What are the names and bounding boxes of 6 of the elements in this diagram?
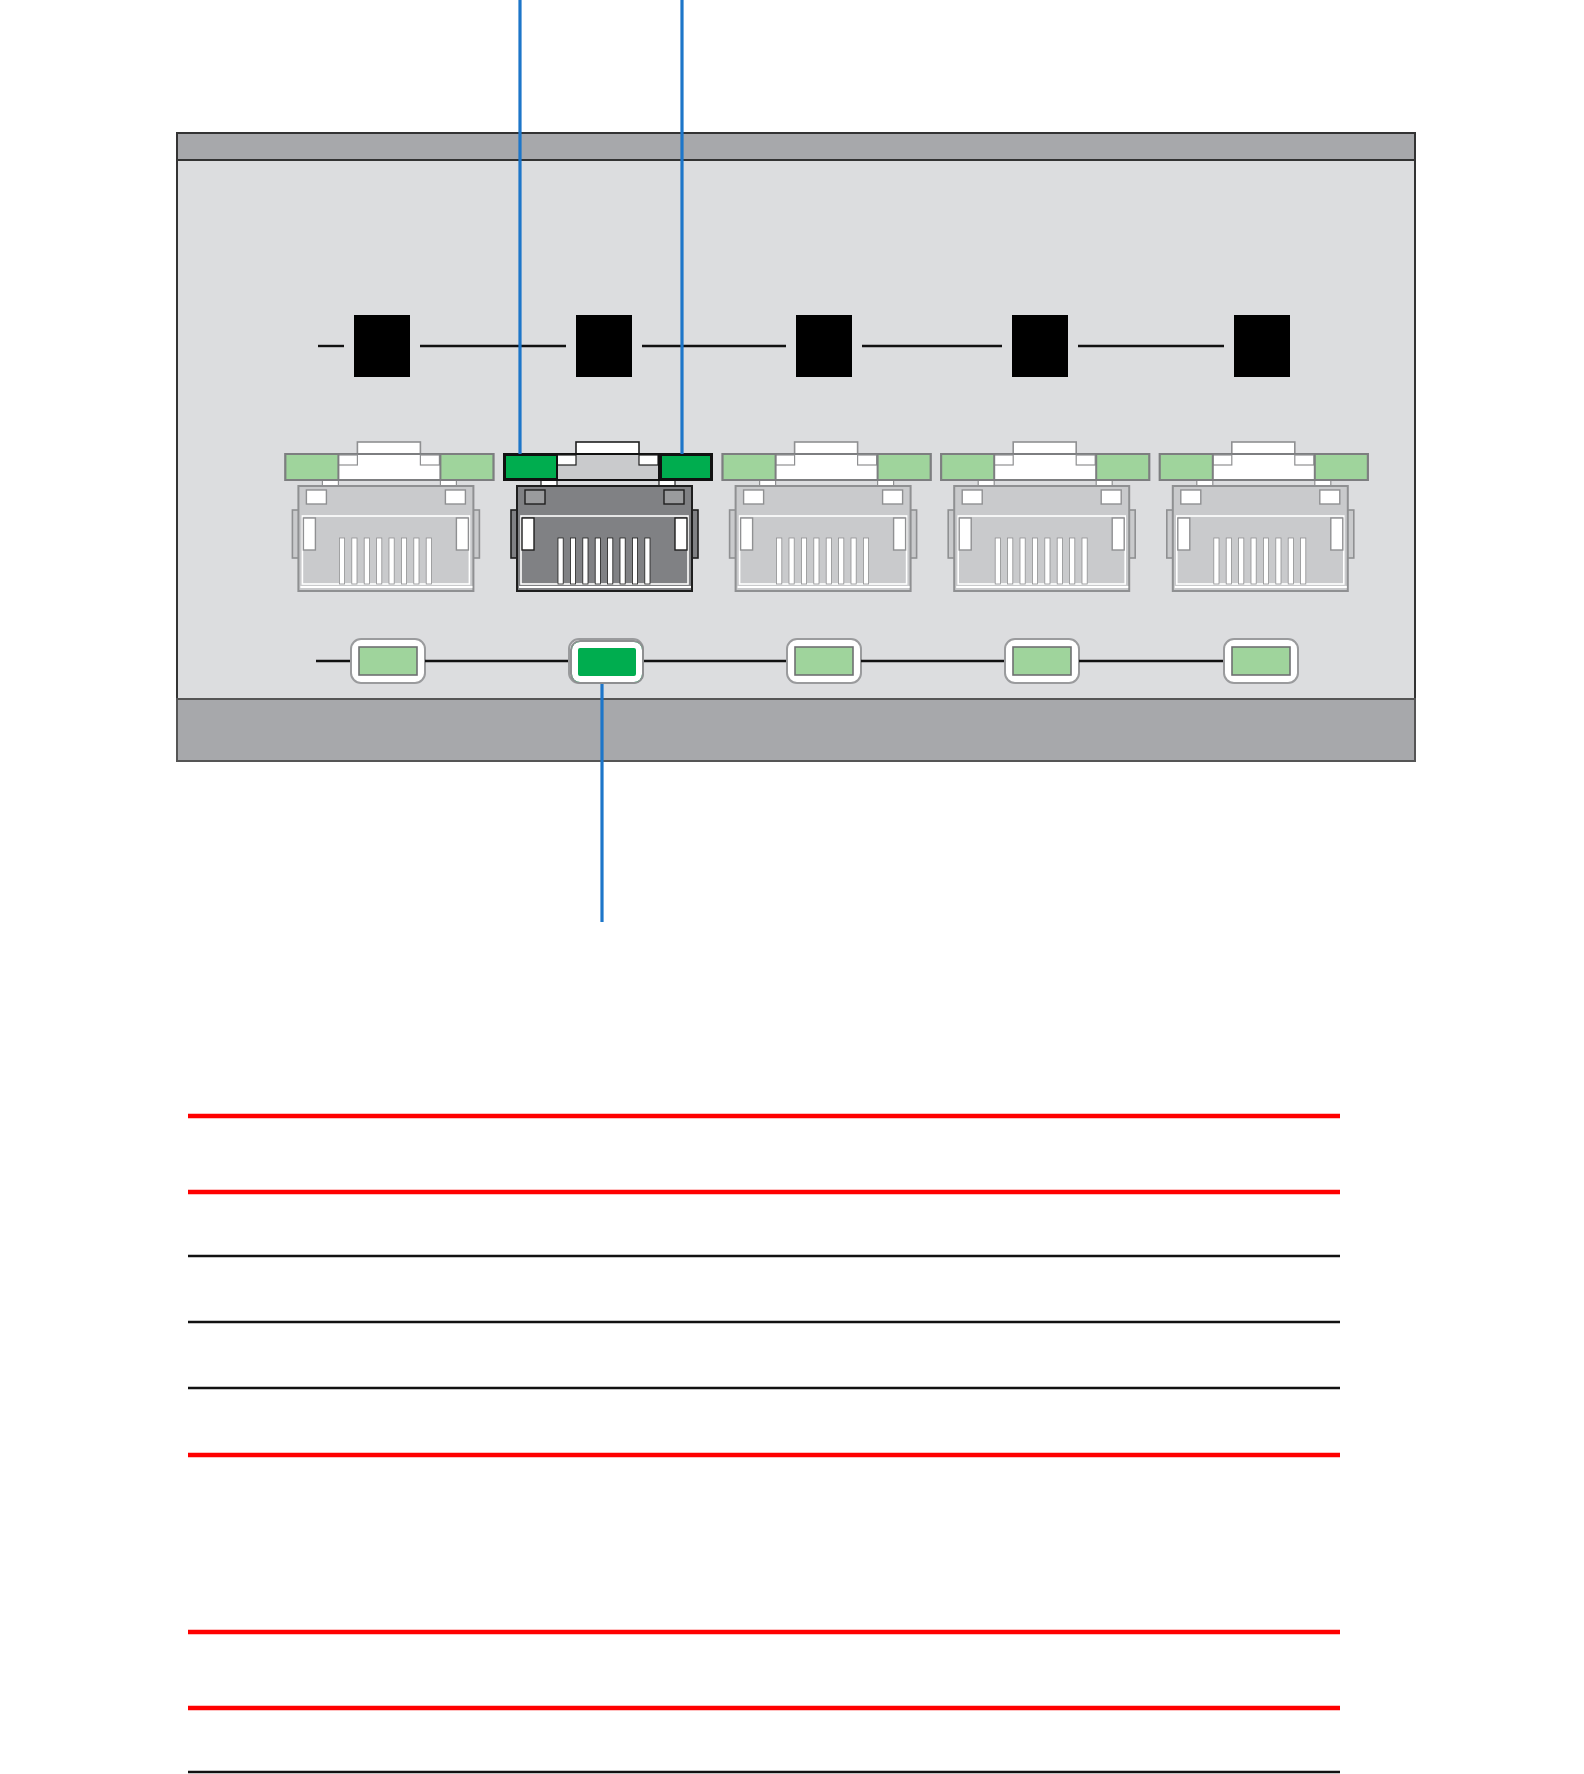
led-indicator — [659, 454, 712, 480]
led-indicator — [503, 454, 557, 480]
leader-line — [518, 0, 522, 454]
leader-line — [600, 683, 604, 922]
leader-line — [680, 0, 684, 454]
status-led — [569, 639, 643, 683]
